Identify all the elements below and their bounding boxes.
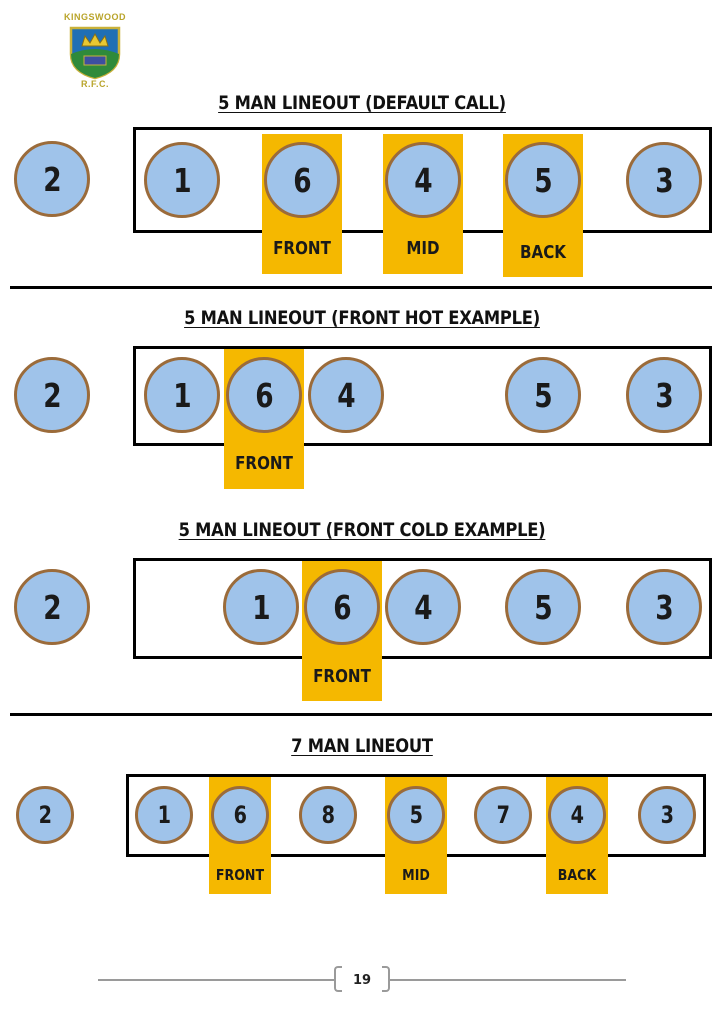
hooker-player: 2	[14, 141, 90, 217]
lineout-player: 6	[304, 569, 380, 645]
footer-rule-right	[390, 979, 626, 981]
club-logo: KINGSWOOD R.F.C.	[60, 12, 130, 92]
lineout-box	[133, 346, 712, 446]
hooker-player: 2	[14, 569, 90, 645]
lineout-player: 8	[299, 786, 357, 844]
jump-label-front: FRONT	[273, 238, 331, 259]
section-divider	[10, 713, 712, 716]
jump-label-mid: MID	[402, 866, 430, 884]
section-title-front-cold: 5 MAN LINEOUT (FRONT COLD EXAMPLE)	[178, 519, 546, 541]
section-title-front-hot: 5 MAN LINEOUT (FRONT HOT EXAMPLE)	[184, 307, 540, 329]
footer-rule-left	[98, 979, 336, 981]
lineout-player: 3	[626, 569, 702, 645]
lineout-player: 5	[505, 142, 581, 218]
lineout-player: 5	[505, 357, 581, 433]
jump-label-front: FRONT	[313, 666, 371, 687]
logo-subtitle: R.F.C.	[80, 79, 109, 89]
lineout-player: 6	[264, 142, 340, 218]
hooker-player: 2	[16, 786, 74, 844]
jump-label-front: FRONT	[215, 866, 265, 884]
lineout-player: 6	[211, 786, 269, 844]
lineout-player: 3	[638, 786, 696, 844]
lineout-player: 4	[308, 357, 384, 433]
lineout-player: 5	[387, 786, 445, 844]
crest-icon	[69, 26, 121, 80]
lineout-player: 1	[144, 142, 220, 218]
jump-label-back: BACK	[557, 866, 597, 884]
lineout-player: 6	[226, 357, 302, 433]
lineout-player: 4	[385, 142, 461, 218]
jump-label-front: FRONT	[235, 453, 293, 474]
jump-label-back: BACK	[519, 242, 567, 263]
lineout-player: 1	[135, 786, 193, 844]
hooker-player: 2	[14, 357, 90, 433]
lineout-player: 4	[385, 569, 461, 645]
section-title-default-call: 5 MAN LINEOUT (DEFAULT CALL)	[218, 92, 506, 114]
lineout-player: 4	[548, 786, 606, 844]
logo-club-name: KINGSWOOD	[64, 12, 126, 22]
page-number: 19	[352, 972, 372, 988]
lineout-box	[133, 558, 712, 659]
jump-label-mid: MID	[406, 238, 440, 259]
lineout-player: 3	[626, 357, 702, 433]
section-divider	[10, 286, 712, 289]
lineout-player: 7	[474, 786, 532, 844]
page-number-bracket-right	[382, 966, 390, 992]
lineout-player: 5	[505, 569, 581, 645]
lineout-player: 1	[223, 569, 299, 645]
section-title-7-man: 7 MAN LINEOUT	[291, 735, 433, 757]
lineout-player: 3	[626, 142, 702, 218]
page-number-bracket-left	[334, 966, 342, 992]
lineout-player: 1	[144, 357, 220, 433]
